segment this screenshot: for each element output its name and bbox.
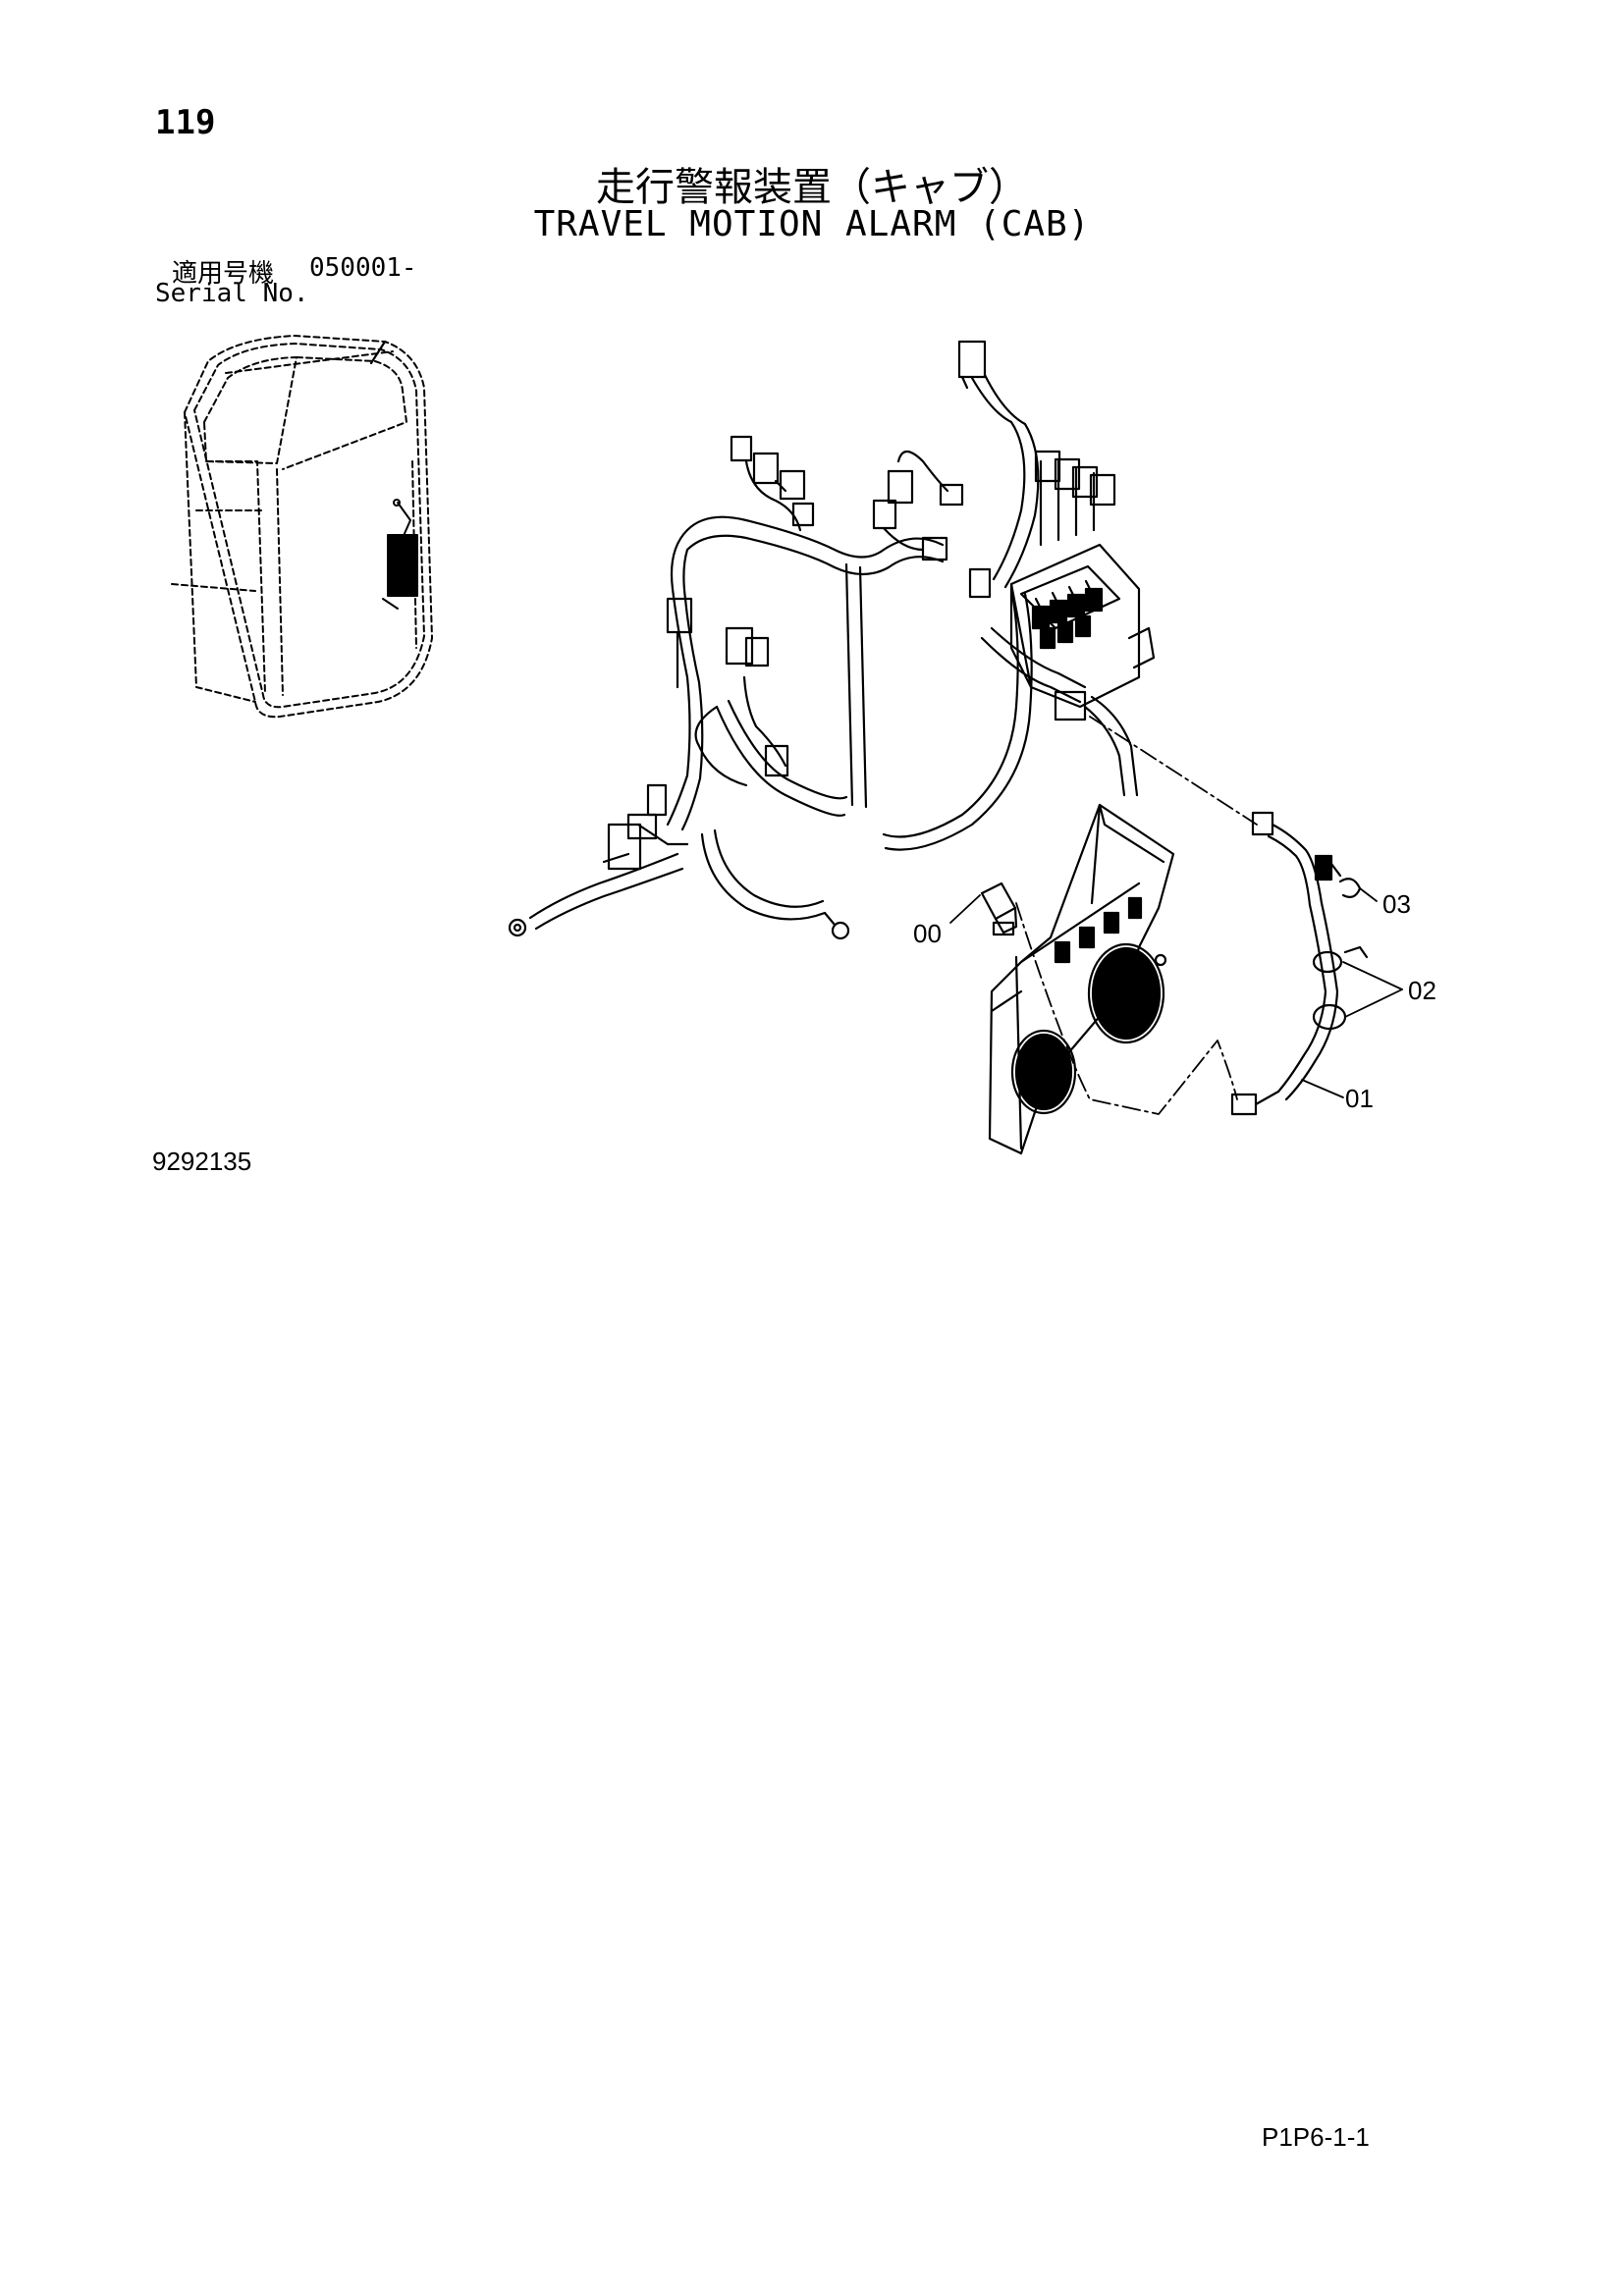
page-title-en: TRAVEL MOTION ALARM (CAB) <box>533 204 1091 244</box>
serial-label-jp: 適用号機 <box>172 259 275 289</box>
clamp-items <box>1312 878 1369 1031</box>
serial-value: 050001- <box>309 253 417 283</box>
cab-overview-detail <box>382 499 418 610</box>
wiring-harness <box>508 340 1156 940</box>
cab-overview-leader <box>369 340 387 365</box>
serial-label-en: Serial No. <box>155 279 309 308</box>
callout-03: 03 <box>1382 889 1411 919</box>
callout-01: 01 <box>1345 1084 1374 1113</box>
cab-overview-illustration <box>171 335 433 719</box>
callout-leaders <box>949 887 1403 1098</box>
connection-lines <box>1015 716 1258 1115</box>
callout-00: 00 <box>913 919 942 948</box>
document-code: P1P6-1-1 <box>1262 2122 1370 2152</box>
page-title-jp: 走行警報装置（キャブ） <box>596 165 1028 210</box>
figure-id: 9292135 <box>152 1147 252 1176</box>
callout-02: 02 <box>1408 976 1436 1005</box>
page-number: 119 <box>155 103 216 142</box>
alarm-harness-item-01 <box>1230 811 1342 1116</box>
control-panel <box>980 803 1175 1155</box>
